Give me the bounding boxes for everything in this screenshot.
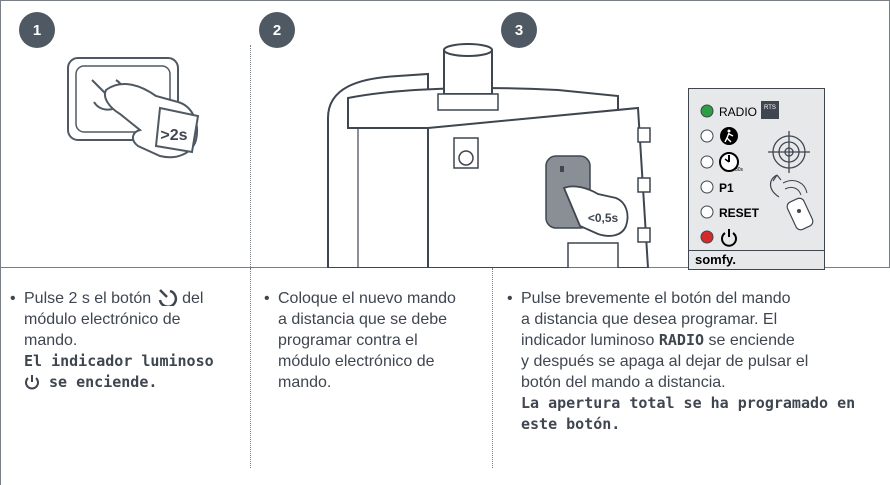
somfy-logo: somfy. (695, 252, 736, 267)
reset-led (700, 205, 714, 219)
col3-line3a: indicador luminoso (521, 332, 655, 349)
gate-motor-illustration: <0,5s (327, 43, 651, 268)
power-button-icon (158, 289, 177, 306)
col3-bold1: La apertura total se ha programado en (521, 394, 856, 412)
step-number-2: 2 (259, 12, 295, 48)
step-number-3: 3 (501, 12, 537, 48)
hand-remote-icon (786, 197, 814, 231)
col2-line3: programar contra el (278, 332, 418, 349)
col3-line3c: se enciende (708, 332, 795, 349)
col3-line4: y después se apaga al dejar de pulsar el (521, 353, 809, 370)
pedestrian-led (700, 129, 714, 143)
divider-1-text (250, 268, 251, 468)
step3-instructions: • Pulse brevemente el botón del mando a … (507, 288, 883, 435)
col2-line4: módulo electrónico de (278, 353, 435, 370)
col1-line1a: Pulse 2 s el botón (24, 290, 152, 307)
bullet: • (264, 290, 270, 307)
control-panel: RADIO RTS 30s P1 RESET (688, 88, 825, 270)
timer-text: 30s (735, 167, 744, 173)
bullet: • (10, 290, 16, 307)
divider-1 (250, 45, 251, 267)
button-press-illustration: >2s (67, 57, 200, 159)
divider-2-text (492, 268, 493, 468)
frame-top-border (0, 0, 889, 1)
reset-label: RESET (719, 206, 760, 220)
power-icon (25, 375, 39, 390)
col1-line3: mando. (24, 332, 78, 349)
pedestrian-icon (720, 127, 738, 145)
press-duration-label: >2s (160, 127, 187, 144)
bullet: • (507, 290, 513, 307)
power-icon (721, 229, 737, 247)
radio-keyword: RADIO (658, 331, 705, 349)
p1-led (700, 180, 714, 194)
frame-left-border (0, 0, 1, 485)
col2-line5: mando. (278, 374, 332, 391)
step2-instructions: • Coloque el nuevo mando a distancia que… (264, 288, 492, 393)
col1-line1b: del (182, 290, 204, 307)
col1-bold1: El indicador luminoso (24, 352, 214, 370)
col3-line5: botón del mando a distancia. (521, 374, 726, 391)
col2-line1: Coloque el nuevo mando (278, 290, 456, 307)
target-icon (768, 131, 810, 173)
step-number-1: 1 (19, 12, 55, 48)
rts-text: RTS (764, 105, 776, 111)
col3-line2: a distancia que desea programar. El (521, 311, 778, 328)
radio-led (700, 104, 714, 118)
timer-icon (719, 152, 739, 172)
step1-instructions: • Pulse 2 s el botón del módulo electrón… (10, 288, 250, 393)
timer-led (700, 155, 714, 169)
col1-bold2: se enciende. (49, 373, 158, 391)
p1-label: P1 (719, 181, 734, 195)
col3-bold2: este botón. (521, 415, 621, 433)
col3-line1: Pulse brevemente el botón del mando (521, 290, 791, 307)
col1-line2: módulo electrónico de (24, 311, 181, 328)
brand-bar: somfy. (689, 250, 824, 269)
power-led (700, 230, 714, 244)
remote-press-label: <0,5s (588, 211, 619, 225)
col2-line2: a distancia que se debe (278, 311, 448, 328)
radio-label: RADIO (719, 105, 757, 119)
rts-logo (761, 101, 779, 119)
